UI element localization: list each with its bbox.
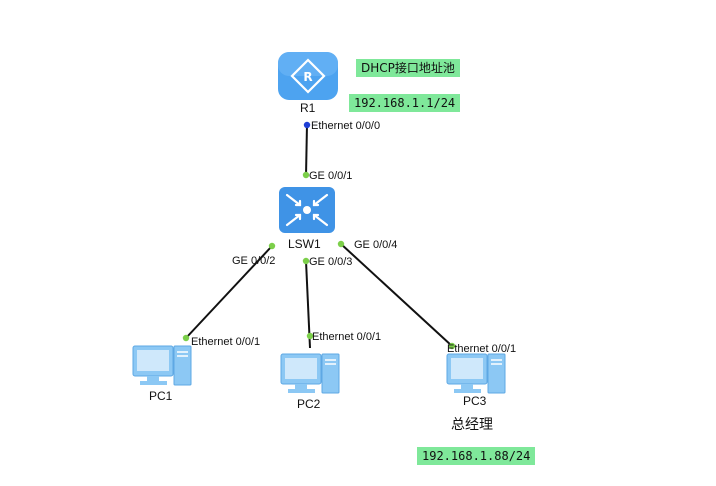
port-dot-sw-ge1 <box>302 171 310 179</box>
port-dot-pc1-eth <box>182 334 190 342</box>
port-dot-pc2-eth <box>306 332 314 340</box>
port-label-pc2-eth: Ethernet 0/0/1 <box>312 331 382 343</box>
pc3-icon[interactable] <box>446 353 506 394</box>
switch-name: LSW1 <box>288 237 321 251</box>
port-dot-sw-ge4 <box>337 240 345 248</box>
pc3-name: PC3 <box>463 394 487 408</box>
port-label-sw-ge2: GE 0/0/2 <box>232 255 276 267</box>
port-dot-r1-eth <box>303 121 311 129</box>
port-label-sw-ge4: GE 0/0/4 <box>354 239 398 251</box>
manager-ip-note: 192.168.1.88/24 <box>417 447 536 465</box>
port-label-r1-eth: Ethernet 0/0/0 <box>311 120 381 132</box>
pc2-icon[interactable] <box>280 353 340 394</box>
dhcp-pool-note: DHCP接口地址池 <box>356 59 460 77</box>
pc1-name: PC1 <box>149 389 173 403</box>
port-label-pc3-eth: Ethernet 0/0/1 <box>447 343 517 355</box>
link-lsw1-pc3 <box>340 243 453 347</box>
port-label-sw-ge1: GE 0/0/1 <box>309 170 353 182</box>
switch-icon[interactable] <box>279 187 335 233</box>
link-lsw1-pc1 <box>185 245 273 339</box>
svg-text:R: R <box>303 70 312 84</box>
router-name: R1 <box>300 101 316 115</box>
pc2-name: PC2 <box>297 397 321 411</box>
manager-label: 总经理 <box>451 417 493 433</box>
pc1-icon[interactable] <box>132 345 192 386</box>
port-dot-pc3-eth <box>448 342 456 350</box>
router-icon[interactable]: R <box>278 52 338 100</box>
port-dot-sw-ge2 <box>268 242 276 250</box>
port-label-pc1-eth: Ethernet 0/0/1 <box>191 336 261 348</box>
port-label-sw-ge3: GE 0/0/3 <box>309 256 353 268</box>
link-r1-lsw1 <box>305 123 308 177</box>
dhcp-subnet-note: 192.168.1.1/24 <box>349 94 461 112</box>
port-dot-sw-ge3 <box>302 257 310 265</box>
